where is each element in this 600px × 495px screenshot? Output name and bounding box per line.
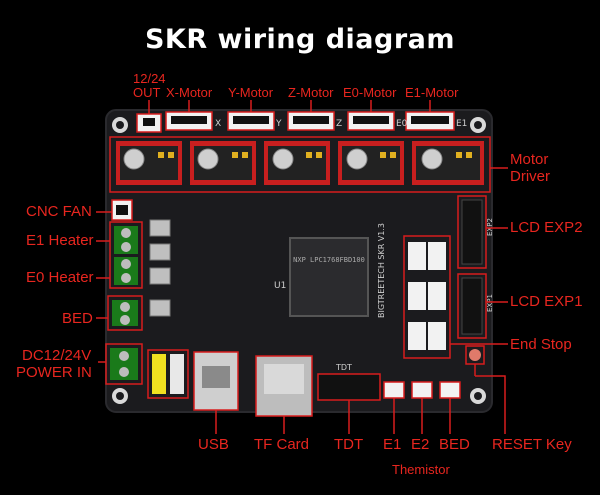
label-e1-heater: E1 Heater [26, 232, 94, 249]
silk-exp2: EXP2 [486, 218, 494, 236]
silk-x: X [215, 119, 221, 129]
label-e2: E2 [411, 436, 430, 453]
label-themistor: Themistor [392, 462, 450, 477]
silk-y: Y [275, 119, 282, 129]
diagram-title: SKR wiring diagram [144, 24, 456, 55]
label-x-motor: X-Motor [166, 85, 213, 100]
label-cnc-fan: CNC FAN [26, 203, 92, 220]
silk-e1: E1 [456, 119, 467, 129]
label-e1: E1 [383, 436, 402, 453]
label-e1-motor: E1-Motor [405, 85, 459, 100]
label-z-motor: Z-Motor [288, 85, 334, 100]
label-dc-power-1: DC12/24V [22, 347, 92, 364]
label-motor-driver-1: Motor [510, 151, 549, 168]
label-y-motor: Y-Motor [228, 85, 274, 100]
board-name: BIGTREETECH SKR V1.3 [377, 223, 386, 318]
label-bed-bottom: BED [439, 436, 470, 453]
label-dc-power-2: POWER IN [16, 364, 92, 381]
label-out-bottom: OUT [133, 85, 161, 100]
silk-e0: E0 [396, 119, 408, 129]
label-end-stop: End Stop [510, 336, 572, 353]
label-reset-key: RESET Key [492, 436, 572, 453]
label-e0-heater: E0 Heater [26, 269, 94, 286]
label-lcd-exp2: LCD EXP2 [510, 219, 583, 236]
label-tdt: TDT [334, 436, 364, 453]
silk-z: Z [336, 119, 342, 129]
callout-lines [96, 100, 508, 434]
mcu-chip [289, 237, 369, 317]
label-tf-card: TF Card [254, 436, 310, 453]
silk-u1: U1 [274, 281, 286, 291]
silk-tdt: TDT [335, 363, 352, 372]
label-lcd-exp1: LCD EXP1 [510, 293, 583, 310]
mcu-label: NXP LPC1768FBD100 [293, 256, 365, 264]
label-e0-motor: E0-Motor [343, 85, 397, 100]
label-bed-left: BED [62, 310, 93, 327]
silk-exp1: EXP1 [486, 294, 494, 312]
label-motor-driver-2: Driver [510, 168, 550, 185]
label-usb: USB [198, 436, 229, 453]
label-out-top: 12/24 [133, 71, 166, 86]
